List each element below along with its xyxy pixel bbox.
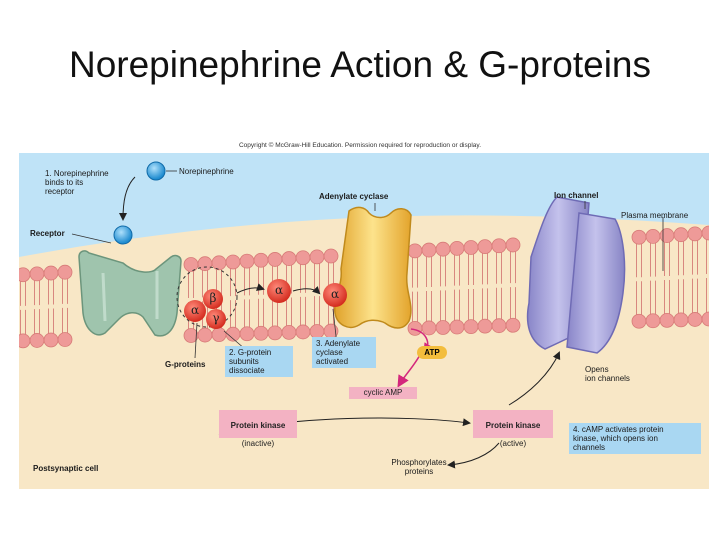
phosphorylates-label: Phosphorylates proteins (391, 458, 447, 476)
lipid-head (435, 320, 451, 335)
extracellular-background (19, 153, 709, 257)
lipid-head (421, 320, 437, 336)
lipid-head (197, 327, 213, 343)
alpha-symbol-bound: α (330, 287, 340, 301)
lipid-head (239, 253, 255, 269)
protein-kinase-active-box: Protein kinase (active) (473, 410, 553, 448)
lipid-head (43, 332, 59, 348)
lipid-head (197, 256, 213, 272)
lipid-head (225, 254, 241, 270)
lipid-head (239, 326, 255, 342)
step2-box: 2. G-protein subunits dissociate (225, 346, 293, 377)
beta-symbol: β (209, 291, 217, 305)
lipid-head (673, 227, 689, 243)
lipid-head (645, 313, 661, 329)
copyright-notice: Copyright © McGraw-Hill Education. Permi… (238, 142, 481, 149)
bound-norepinephrine (113, 225, 133, 245)
lipid-head (295, 324, 311, 340)
lipid-head (29, 333, 45, 348)
lipid-head (57, 332, 73, 347)
lipid-head (435, 241, 451, 257)
lipid-head (281, 324, 297, 340)
lipid-head (659, 312, 675, 328)
lipid-head (295, 250, 311, 266)
lipid-head (505, 317, 521, 333)
lipid-head (309, 249, 325, 265)
lipid-head (253, 325, 269, 341)
lipid-head (19, 267, 31, 283)
lipid-head (323, 248, 339, 264)
lipid-head (701, 311, 709, 327)
lipid-head (463, 240, 479, 255)
norepinephrine-molecule (146, 161, 166, 181)
step4-box: 4. cAMP activates protein kinase, which … (569, 423, 701, 454)
protein-kinase-active-title: Protein kinase (485, 421, 541, 430)
lipid-head (463, 319, 479, 334)
gamma-symbol: γ (212, 311, 220, 325)
plasma-membrane-bilayer (19, 225, 709, 349)
lipid-head (19, 333, 31, 349)
lipid-head (491, 238, 507, 254)
protein-kinase-active-state: (active) (499, 439, 527, 448)
lipid-head (267, 325, 283, 341)
lipid-head (505, 237, 521, 253)
step1-label: 1. Norepinephrine binds to its receptor (45, 169, 109, 196)
alpha-symbol-moving: α (274, 283, 284, 297)
lipid-head (631, 229, 647, 245)
protein-kinase-inactive-box: Protein kinase (inactive) (219, 410, 297, 448)
lipid-head (29, 266, 45, 282)
lipid-head (57, 264, 73, 280)
lipid-head (407, 243, 423, 259)
lipid-head (253, 252, 269, 268)
cyclic-amp-box: cyclic AMP (349, 387, 417, 399)
alpha-subunit-moving (267, 279, 291, 303)
lipid-head (687, 226, 703, 242)
adenylate-cyclase-label: Adenylate cyclase (319, 192, 389, 201)
diagram-artwork (19, 153, 709, 489)
lipid-head (281, 251, 297, 266)
lipid-head (673, 312, 689, 328)
g-protein-gamma (206, 309, 226, 329)
lipid-head (631, 313, 647, 329)
lipid-head (407, 320, 423, 336)
lipid-head (477, 239, 493, 255)
g-protein-alpha (184, 300, 206, 322)
diagram-figure: 1. Norepinephrine binds to its receptor … (19, 153, 709, 489)
alpha-subunit-bound (323, 283, 347, 307)
postsynaptic-cell-label: Postsynaptic cell (33, 464, 99, 473)
protein-kinase-inactive-state: (inactive) (241, 439, 275, 448)
lipid-head (211, 255, 227, 271)
norepinephrine-label: Norepinephrine (179, 167, 234, 176)
lipid-head (659, 228, 675, 243)
lipid-head (211, 327, 227, 343)
lipid-head (701, 225, 709, 241)
opens-ion-channels-label: Opens ion channels (585, 365, 630, 383)
step3-box: 3. Adenylate cyclase activated (312, 337, 376, 368)
lipid-head (43, 265, 59, 281)
slide-title: Norepinephrine Action & G-proteins (68, 44, 652, 85)
g-protein-complex-outline (176, 266, 238, 328)
plasma-membrane-label: Plasma membrane (621, 211, 689, 220)
lipid-head (449, 240, 465, 256)
atp-badge: ATP (417, 346, 447, 359)
ion-channel-right-subunit (566, 212, 626, 354)
g-protein-beta (203, 289, 223, 309)
lipid-head (267, 252, 283, 267)
ion-channel-label: Ion channel (554, 191, 599, 200)
lipid-head (449, 319, 465, 335)
adenylate-cyclase-protein (334, 206, 412, 329)
g-proteins-label: G-proteins (165, 360, 206, 369)
receptor-label: Receptor (30, 229, 65, 238)
alpha-symbol: α (190, 303, 200, 317)
lipid-head (477, 318, 493, 334)
lipid-head (491, 318, 507, 334)
lipid-head (687, 312, 703, 327)
lipid-head (183, 257, 199, 272)
lipid-head (645, 229, 661, 244)
protein-kinase-inactive-title: Protein kinase (230, 421, 286, 430)
lipid-head (421, 242, 437, 258)
